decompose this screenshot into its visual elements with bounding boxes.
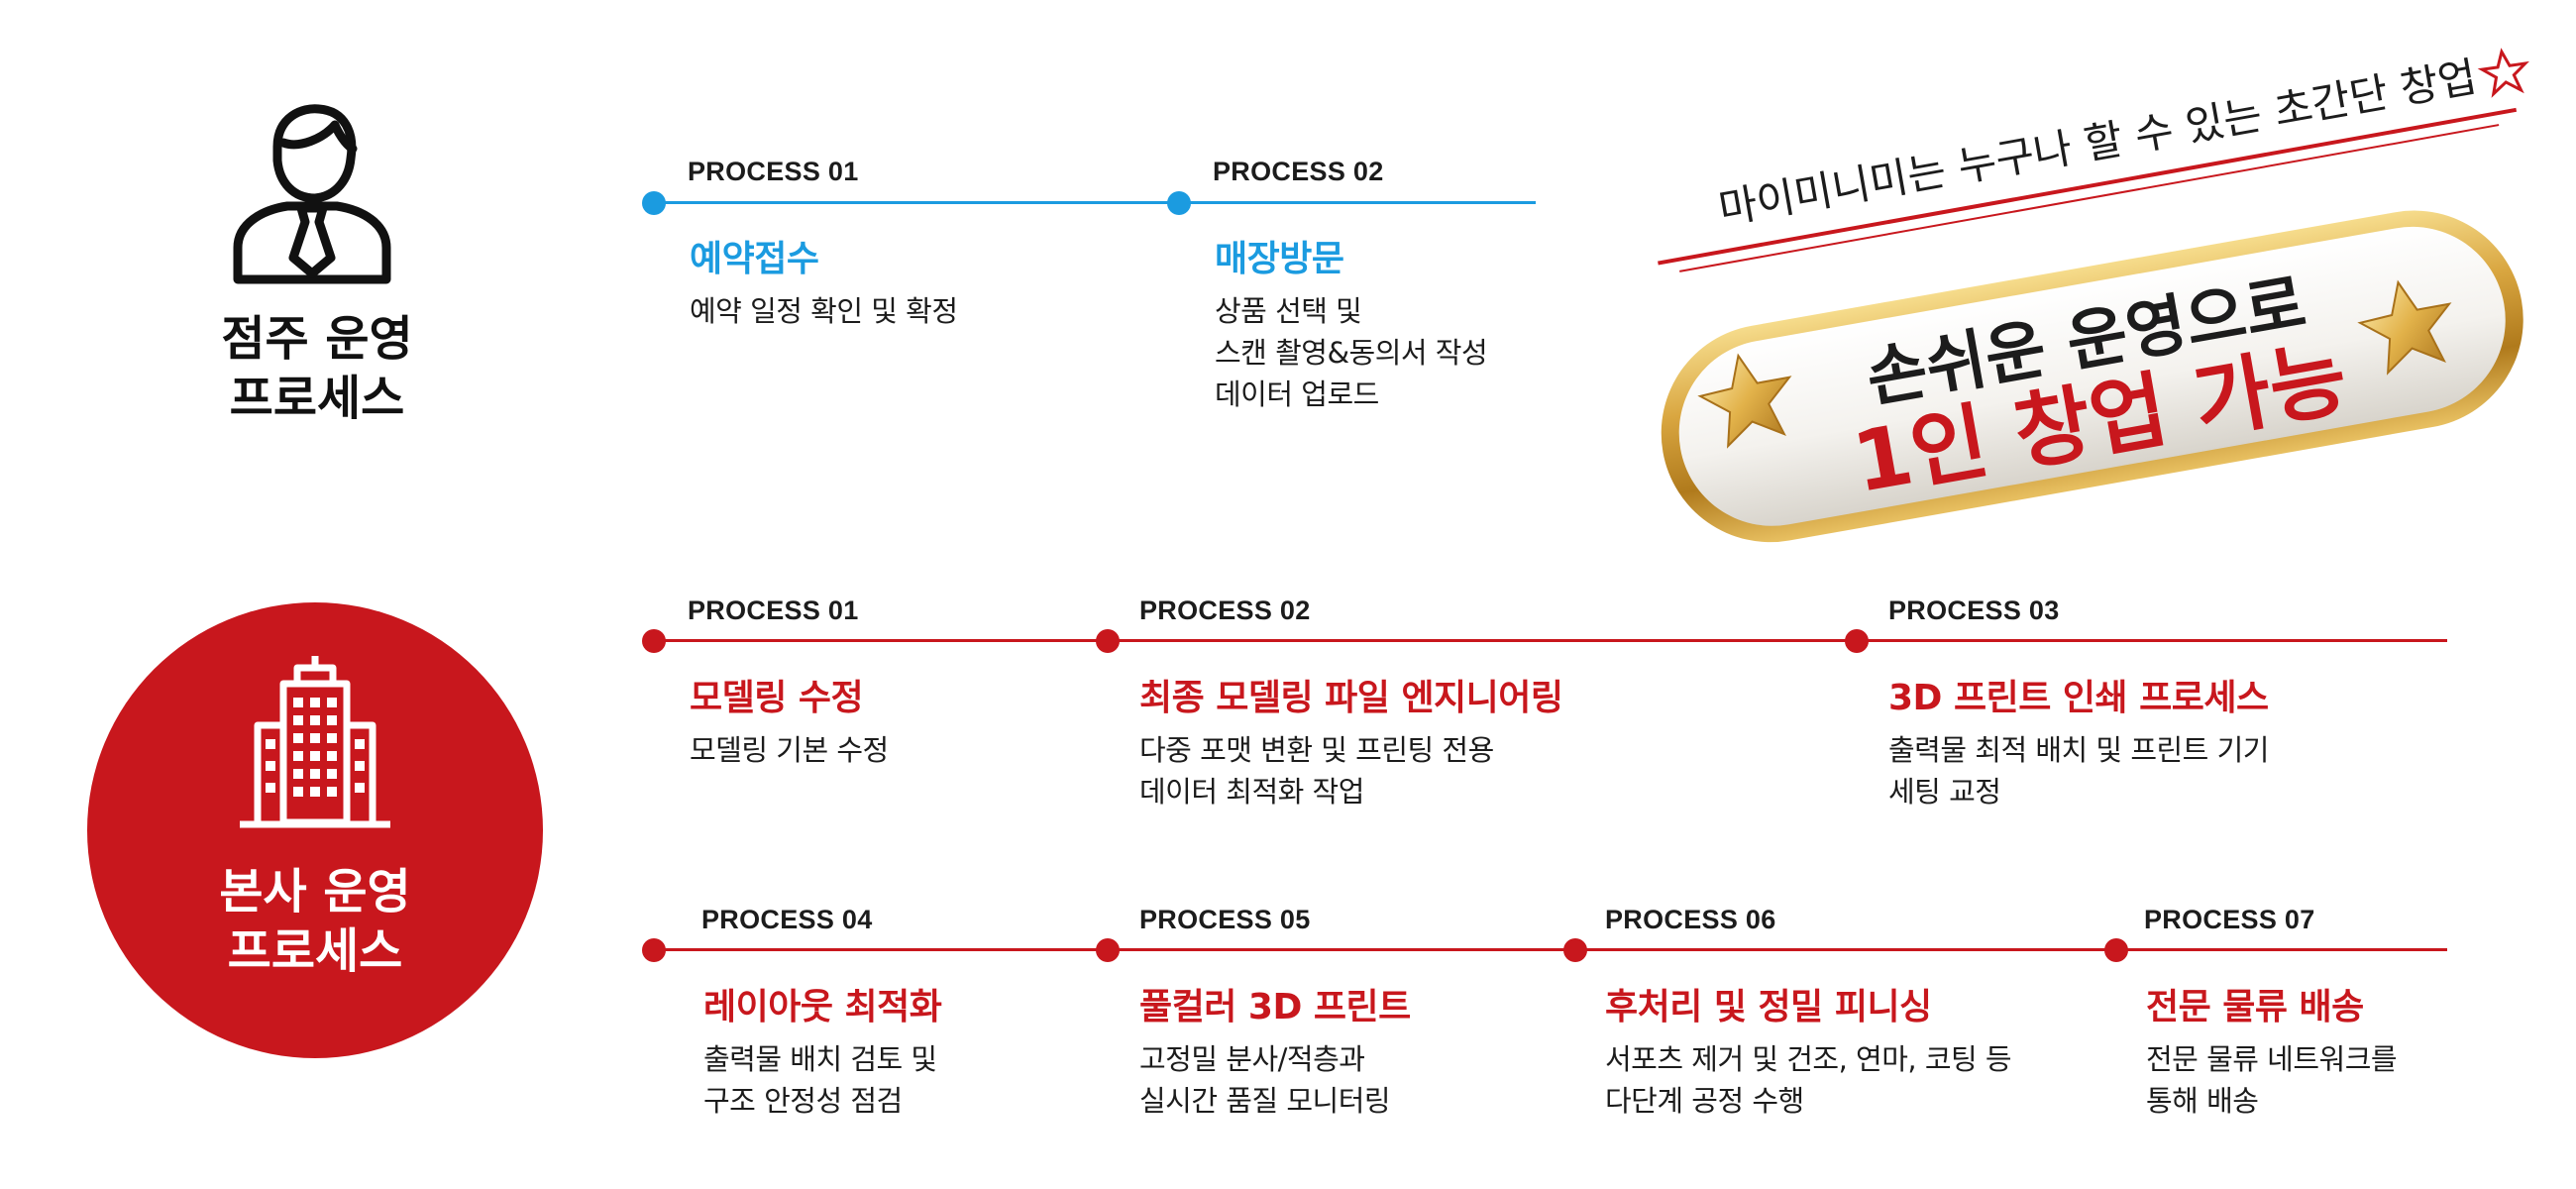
building-icon [236,654,394,832]
hq-process-title: 본사 운영 프로세스 [219,864,411,979]
step-title: 예약접수 [690,239,819,279]
timeline-dot [642,191,666,215]
process-label: PROCESS 02 [1213,157,1384,186]
step-description: 다중 포맷 변환 및 프린팅 전용 데이터 최적화 작업 [1139,733,1494,809]
process-label: PROCESS 04 [701,905,873,934]
promo-badge: 마이미니미는 누구나 할 수 있는 초간단 창업 손쉬운 운영으로 1인 창업 … [1625,40,2556,555]
step-description: 예약 일정 확인 및 확정 [690,294,958,328]
star-outline-icon [2477,48,2529,98]
step-description: 출력물 배치 검토 및 구조 안정성 점검 [703,1042,937,1118]
timeline-dot [642,629,666,653]
step-title: 레이아웃 최적화 [703,987,942,1027]
owner-timeline-line [654,201,1536,204]
process-label: PROCESS 03 [1888,595,2060,625]
process-label: PROCESS 01 [688,157,859,186]
step-description: 고정밀 분사/적층과 실시간 품질 모니터링 [1139,1042,1391,1118]
process-label: PROCESS 05 [1139,905,1311,934]
step-title: 매장방문 [1215,239,1344,279]
star-icon [1697,353,1792,449]
timeline-dot [642,938,666,962]
timeline-dot [1096,629,1120,653]
step-title: 풀컬러 3D 프린트 [1139,987,1411,1027]
process-label: PROCESS 07 [2144,905,2315,934]
step-description: 출력물 최적 배치 및 프린트 기기 세팅 교정 [1888,733,2269,809]
timeline-dot [1845,629,1869,653]
hq-timeline-line-row2 [654,948,2447,951]
process-label: PROCESS 02 [1139,595,1311,625]
owner-process-title: 점주 운영 프로세스 [221,311,413,426]
step-title: 후처리 및 정밀 피니싱 [1605,987,1932,1027]
step-description: 서포츠 제거 및 건조, 연마, 코팅 등 다단계 공정 수행 [1605,1042,2012,1118]
step-description: 상품 선택 및 스캔 촬영&동의서 작성 데이터 업로드 [1215,294,1488,411]
hq-timeline-line-row1 [654,639,2447,642]
step-title: 모델링 수정 [690,678,864,718]
timeline-dot [2104,938,2128,962]
step-title: 3D 프린트 인쇄 프로세스 [1888,678,2269,718]
step-title: 전문 물류 배송 [2146,987,2364,1027]
star-icon [2357,279,2452,376]
step-title: 최종 모델링 파일 엔지니어링 [1139,678,1563,718]
timeline-dot [1096,938,1120,962]
timeline-dot [1563,938,1587,962]
timeline-dot [1167,191,1191,215]
process-label: PROCESS 01 [688,595,859,625]
badge-tagline: 마이미니미는 누구나 할 수 있는 초간단 창업 [1715,53,2480,234]
step-description: 모델링 기본 수정 [690,733,889,767]
person-tie-icon [228,99,396,287]
hq-circle-background [87,602,543,1058]
process-label: PROCESS 06 [1605,905,1776,934]
step-description: 전문 물류 네트워크를 통해 배송 [2146,1042,2398,1118]
